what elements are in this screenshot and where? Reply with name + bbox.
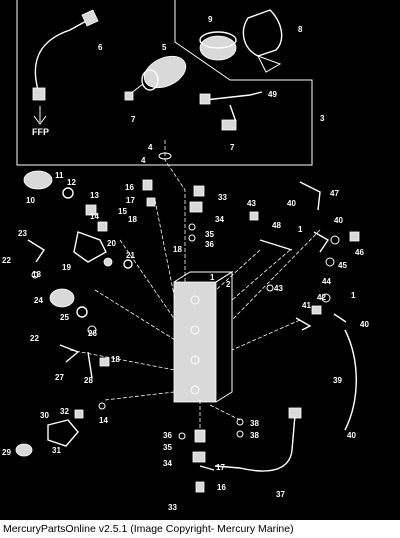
callout-29: 29	[2, 448, 11, 457]
hose-part-39	[344, 329, 357, 431]
callout-7: 7	[131, 115, 136, 124]
callout-35: 35	[205, 230, 214, 239]
callout-43: 43	[247, 199, 256, 208]
callout-18: 18	[111, 355, 120, 364]
callout-38: 38	[250, 431, 259, 440]
callout-12: 12	[67, 178, 76, 187]
hose-part-48	[259, 239, 293, 251]
callout-36: 36	[205, 240, 214, 249]
callout-33: 33	[168, 503, 177, 512]
hose-part-47	[299, 181, 321, 211]
callout-24: 24	[34, 296, 43, 305]
callout-23: 23	[18, 229, 27, 238]
callout-44: 44	[322, 277, 331, 286]
callout-7: 7	[230, 143, 235, 152]
callout-5: 5	[162, 43, 167, 52]
part-callouts: 1 1 1 2 3 4 4 5 6 7 7 8 9 10 11 12 13 14…	[2, 15, 369, 512]
bracket-part-8	[242, 9, 283, 73]
callout-16: 16	[217, 483, 226, 492]
callout-19: 19	[62, 263, 71, 272]
callout-18: 18	[173, 245, 182, 254]
leader-lines	[69, 140, 321, 440]
exploded-parts-diagram: FFP	[0, 0, 400, 520]
right-side-fittings	[249, 211, 360, 331]
callout-45: 45	[338, 261, 347, 270]
fitting-group-part-49	[199, 91, 263, 131]
callout-25: 25	[60, 313, 69, 322]
bottom-fitting-stack	[178, 418, 244, 493]
left-side-parts	[15, 170, 133, 457]
callout-43: 43	[274, 284, 283, 293]
callout-18: 18	[32, 270, 41, 279]
callout-49: 49	[268, 90, 277, 99]
callout-1: 1	[351, 291, 356, 300]
callout-16: 16	[125, 183, 134, 192]
callout-9: 9	[208, 15, 213, 24]
callout-14: 14	[99, 416, 108, 425]
main-fuel-block	[173, 271, 234, 403]
filter-element-part-9	[199, 31, 237, 61]
callout-37: 37	[276, 490, 285, 499]
callout-8: 8	[298, 25, 303, 34]
callout-26: 26	[88, 329, 97, 338]
callout-41: 41	[302, 301, 311, 310]
callout-10: 10	[26, 196, 35, 205]
callout-22: 22	[30, 334, 39, 343]
callout-20: 20	[107, 239, 116, 248]
upper-centre-fittings	[142, 152, 205, 242]
callout-40: 40	[334, 216, 343, 225]
callout-13: 13	[90, 191, 99, 200]
callout-4: 4	[148, 143, 153, 152]
callout-14: 14	[90, 212, 99, 221]
callout-27: 27	[55, 373, 64, 382]
callout-30: 30	[40, 411, 49, 420]
callout-22: 22	[2, 256, 11, 265]
callout-39: 39	[333, 376, 342, 385]
callout-32: 32	[60, 407, 69, 416]
callout-17: 17	[216, 463, 225, 472]
fuel-filter-part-5	[124, 55, 187, 101]
callout-31: 31	[52, 446, 61, 455]
callout-36: 36	[163, 431, 172, 440]
callout-34: 34	[215, 215, 224, 224]
callout-40: 40	[347, 431, 356, 440]
callout-21: 21	[126, 251, 135, 260]
copyright-caption: MercuryPartsOnline v2.5.1 (Image Copyrig…	[3, 523, 294, 535]
callout-46: 46	[355, 248, 364, 257]
callout-6: 6	[98, 43, 103, 52]
callout-18: 18	[128, 215, 137, 224]
callout-42: 42	[317, 293, 326, 302]
callout-33: 33	[218, 193, 227, 202]
callout-15: 15	[118, 207, 127, 216]
callout-40: 40	[360, 320, 369, 329]
callout-48: 48	[272, 221, 281, 230]
callout-28: 28	[84, 376, 93, 385]
ffp-label: FFP	[32, 127, 49, 137]
hose-part-37	[214, 407, 302, 472]
hose-part-6: FFP	[32, 9, 99, 137]
callout-34: 34	[163, 459, 172, 468]
callout-35: 35	[163, 443, 172, 452]
callout-3: 3	[320, 114, 325, 123]
upper-inset-box	[16, 0, 313, 166]
callout-11: 11	[55, 171, 64, 180]
callout-4: 4	[141, 156, 146, 165]
callout-1: 1	[210, 273, 215, 282]
callout-1: 1	[298, 225, 303, 234]
callout-40: 40	[287, 199, 296, 208]
callout-38: 38	[250, 419, 259, 428]
callout-47: 47	[330, 189, 339, 198]
callout-2: 2	[226, 280, 231, 289]
callout-17: 17	[126, 196, 135, 205]
